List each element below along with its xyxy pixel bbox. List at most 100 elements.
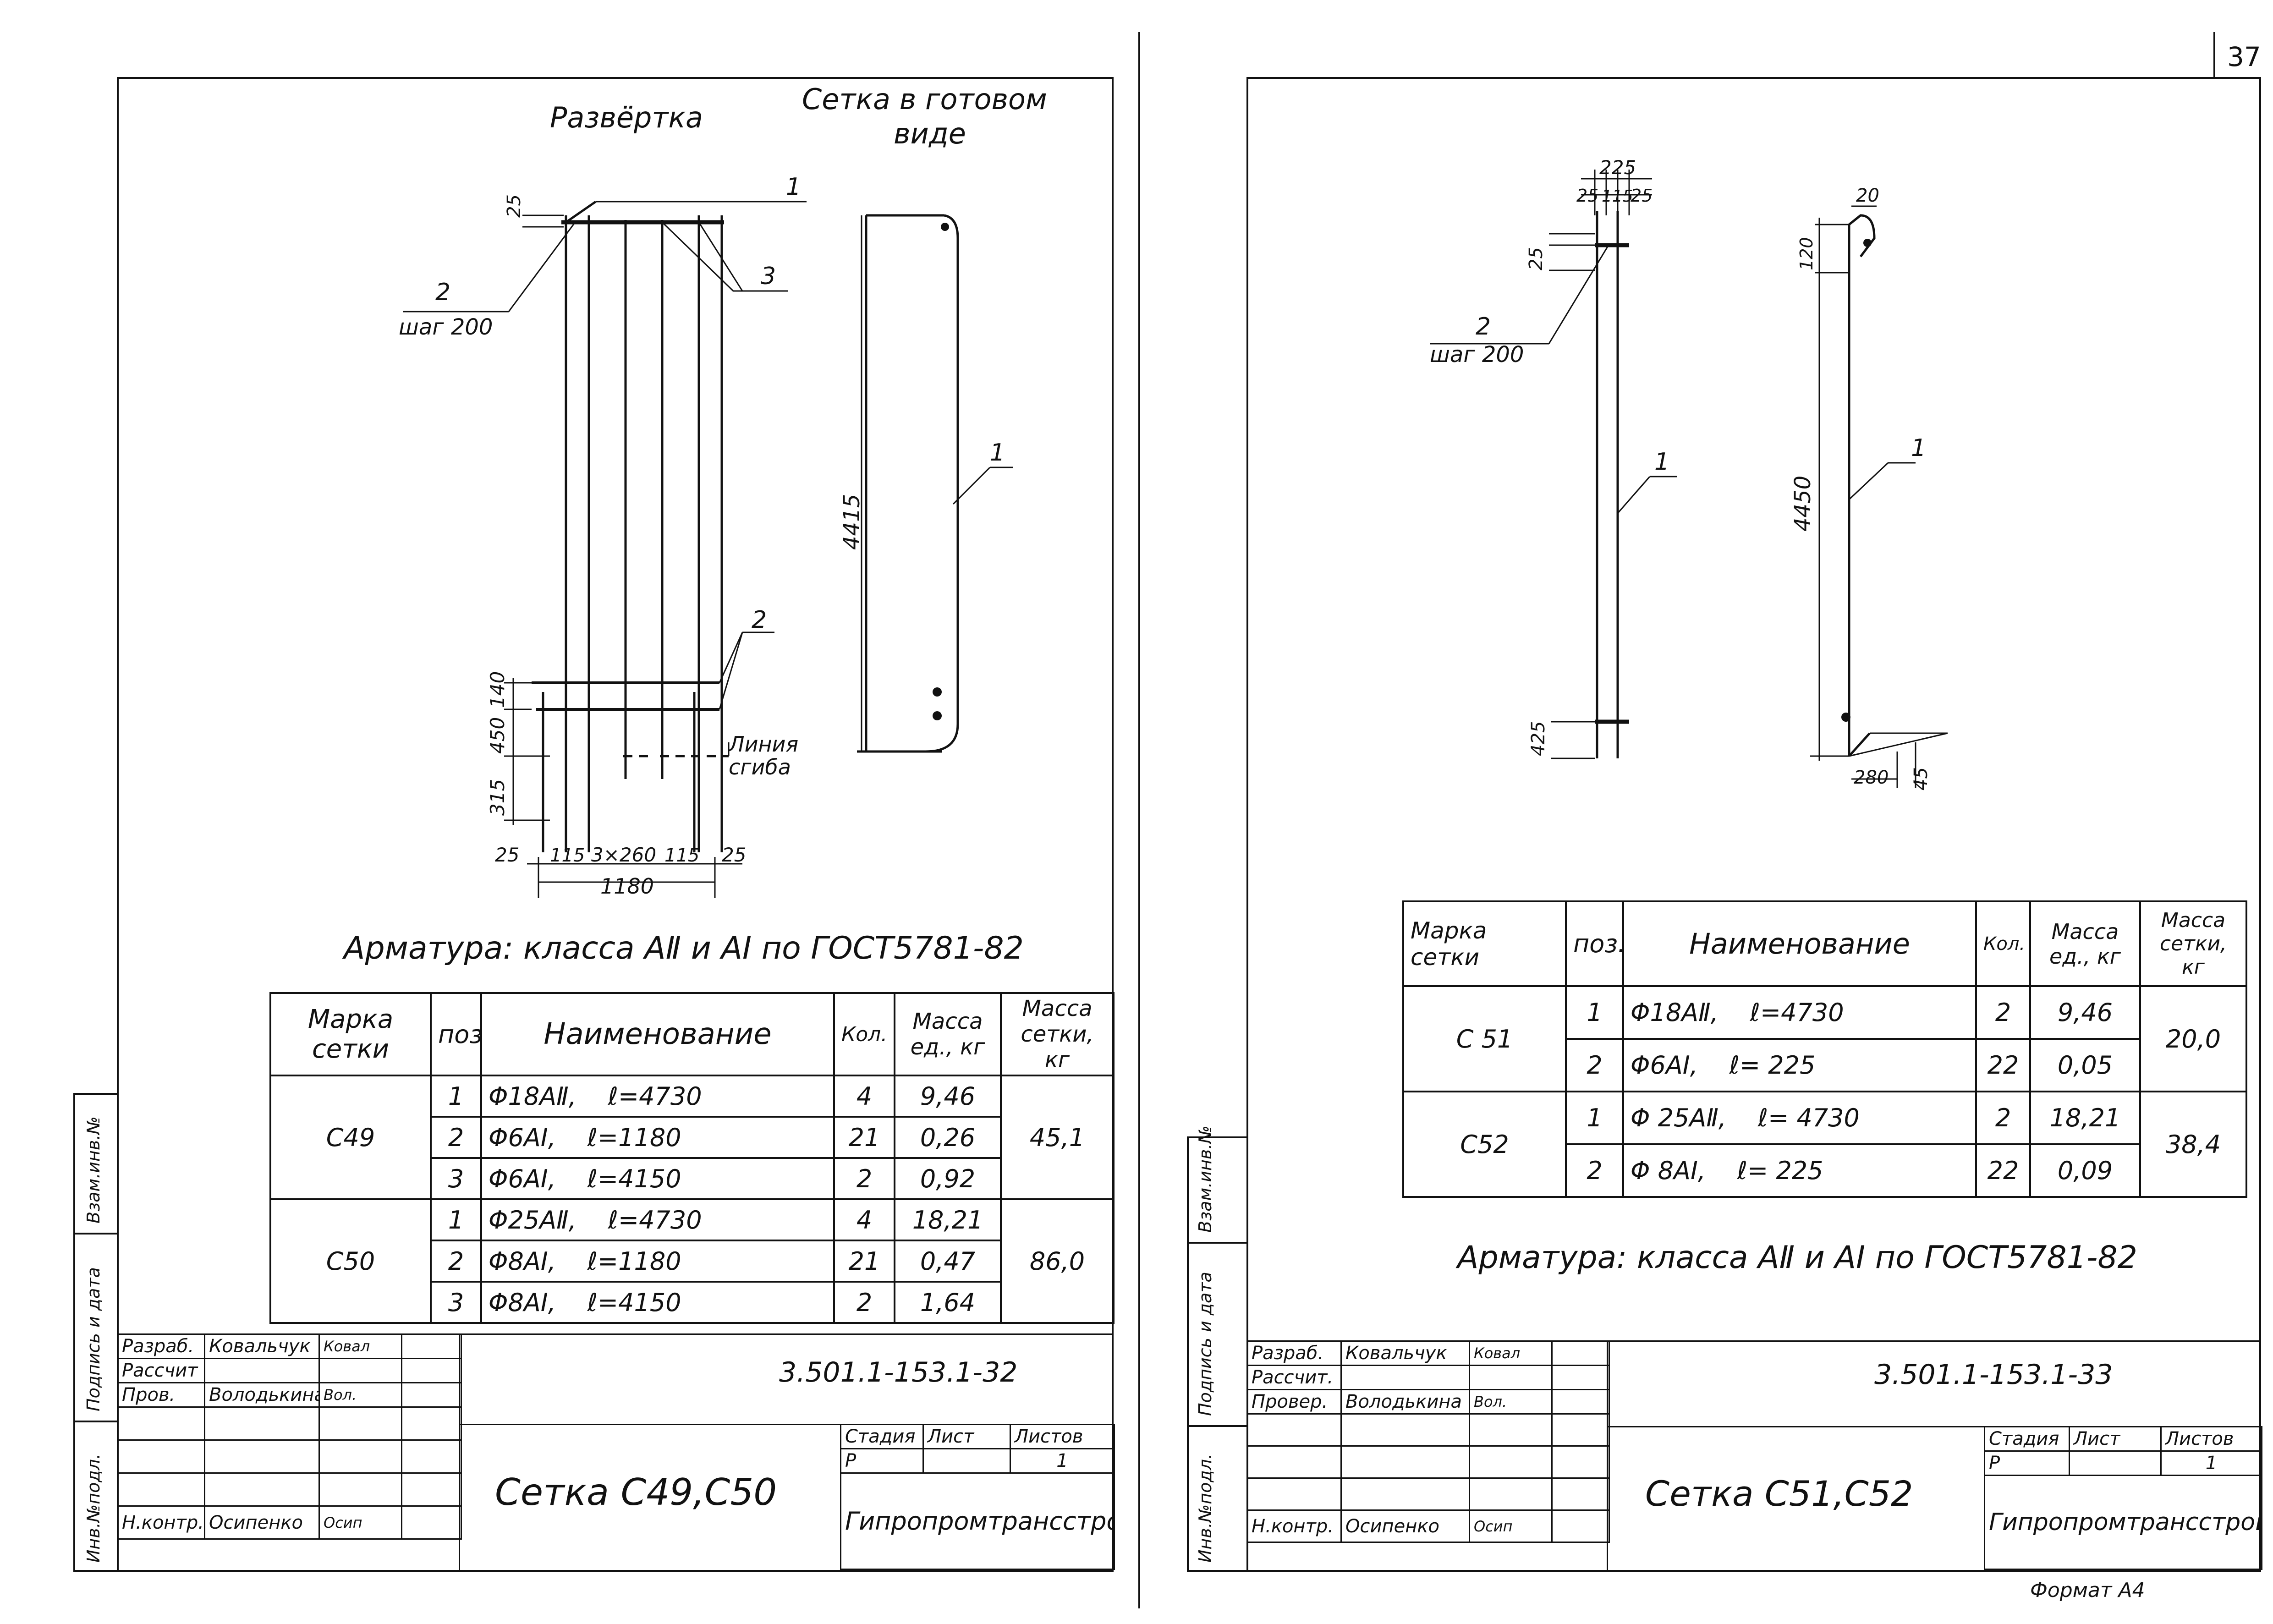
person-name <box>1340 1413 1470 1447</box>
pos: 3 <box>430 1281 482 1324</box>
date-cell <box>1551 1340 1610 1366</box>
strip-divider <box>1187 1242 1248 1244</box>
side-label-inventory: Инв.№подл. <box>83 1453 104 1563</box>
unit-mass: 18,21 <box>894 1198 1002 1241</box>
sheets-value: 1 <box>1010 1448 1115 1474</box>
side-label-replacement: Взам.инв.№ <box>1195 1125 1215 1233</box>
role: Провер. <box>1246 1389 1342 1415</box>
mark-c49: С49 <box>269 1075 432 1200</box>
pos: 3 <box>430 1157 482 1200</box>
dim-b115a: 115 <box>550 845 585 866</box>
signature: Ковал <box>318 1333 402 1359</box>
dim-v25: 25 <box>1526 247 1547 270</box>
person-name <box>204 1406 320 1441</box>
signature <box>1469 1477 1553 1511</box>
organization: Гипропромтрансстрой <box>840 1472 1115 1570</box>
role: Разраб. <box>1246 1340 1342 1366</box>
sheets-label: Листов <box>1010 1424 1115 1449</box>
unit-mass: 0,92 <box>894 1157 1002 1200</box>
role <box>117 1406 205 1441</box>
role: Рассчит. <box>1246 1365 1342 1390</box>
date-cell <box>1551 1445 1610 1479</box>
dim-425: 425 <box>1528 721 1549 756</box>
right-sheet-title: Сетка С51,С52 <box>1645 1473 1913 1514</box>
organization: Гипропромтрансстрой <box>1984 1475 2262 1570</box>
pos: 1 <box>1565 985 1624 1040</box>
strip-divider <box>1187 1425 1248 1427</box>
unit-mass: 0,05 <box>2029 1038 2141 1092</box>
date-cell <box>401 1333 462 1359</box>
signature <box>1469 1365 1553 1390</box>
callout-2: 2 <box>1476 313 1491 340</box>
header-mark: Марка сетки <box>1402 900 1567 987</box>
unit-mass: 9,46 <box>2029 985 2141 1040</box>
signature <box>1469 1413 1553 1447</box>
dim-b25a: 25 <box>495 844 519 866</box>
qty: 22 <box>1975 1038 2031 1092</box>
total-mass-c50: 86,0 <box>1000 1198 1115 1324</box>
item-name: Φ25АⅡ, ℓ=4730 <box>480 1198 835 1241</box>
left-sheet-title: Сетка С49,С50 <box>495 1471 777 1514</box>
item-name: Φ8АⅠ, ℓ=1180 <box>480 1240 835 1283</box>
dim-20: 20 <box>1856 185 1879 206</box>
person-name: Володькина <box>204 1382 320 1408</box>
dim-b115b: 115 <box>664 845 699 866</box>
mark-c51: С 51 <box>1402 985 1567 1092</box>
person-name <box>1340 1445 1470 1479</box>
person-name <box>1340 1365 1470 1390</box>
header-name: Наименование <box>1622 900 1977 987</box>
callout-1-finished: 1 <box>990 439 1005 466</box>
qty: 2 <box>1975 985 2031 1040</box>
header-pos: поз. <box>430 992 482 1076</box>
sheet-label: Лист <box>922 1424 1011 1449</box>
role <box>117 1472 205 1507</box>
signature: Вол. <box>318 1382 402 1408</box>
dim-280: 280 <box>1854 767 1889 788</box>
dim-t25b: 25 <box>1631 186 1653 206</box>
person-name: Володькина <box>1340 1389 1470 1415</box>
dim-1180: 1180 <box>600 874 654 899</box>
header-qty: Кол. <box>833 992 895 1076</box>
date-cell <box>401 1358 462 1383</box>
header-pos: поз. <box>1565 900 1624 987</box>
unit-mass: 0,47 <box>894 1240 1002 1283</box>
qty: 2 <box>1975 1091 2031 1145</box>
unit-mass: 0,09 <box>2029 1143 2141 1198</box>
qty: 2 <box>833 1157 895 1200</box>
unit-mass: 1,64 <box>894 1281 1002 1324</box>
role <box>1246 1445 1342 1479</box>
side-label-replacement: Взам.инв.№ <box>83 1116 104 1223</box>
dim-b3x260: 3×260 <box>591 844 656 866</box>
callout-1-unfolded: 1 <box>1654 448 1669 476</box>
stage-value: Р <box>1984 1450 2070 1476</box>
role: Пров. <box>117 1382 205 1408</box>
page-number: 37 <box>2227 41 2261 72</box>
signature <box>1469 1445 1553 1479</box>
person-name: Осипенко <box>204 1505 320 1540</box>
total-mass-c49: 45,1 <box>1000 1075 1115 1200</box>
unit-mass: 18,21 <box>2029 1091 2141 1145</box>
sheet-value <box>2069 1450 2162 1476</box>
person-name <box>204 1472 320 1507</box>
dim-115: 115 <box>1602 187 1633 206</box>
date-cell <box>401 1505 462 1540</box>
pos: 1 <box>430 1198 482 1241</box>
item-name: Φ6АⅠ, ℓ= 225 <box>1622 1038 1977 1092</box>
side-label-inventory: Инв.№подл. <box>1195 1453 1215 1563</box>
callout-2-top: 2 <box>435 279 450 306</box>
role: Разраб. <box>117 1333 205 1359</box>
right-document-code: 3.501.1-153.1-33 <box>1874 1359 2113 1391</box>
callout-1-top: 1 <box>786 173 801 201</box>
item-name: Φ6АⅠ, ℓ=4150 <box>480 1157 835 1200</box>
signature <box>318 1406 402 1441</box>
side-label-signature: Подпись и дата <box>83 1267 104 1411</box>
item-name: Φ 8АⅠ, ℓ= 225 <box>1622 1143 1977 1198</box>
stage-value: Р <box>840 1448 924 1474</box>
dim-4415: 4415 <box>839 494 865 550</box>
date-cell <box>1551 1389 1610 1415</box>
pos: 2 <box>430 1116 482 1159</box>
qty: 4 <box>833 1198 895 1241</box>
format-label: Формат А4 <box>2030 1579 2145 1602</box>
